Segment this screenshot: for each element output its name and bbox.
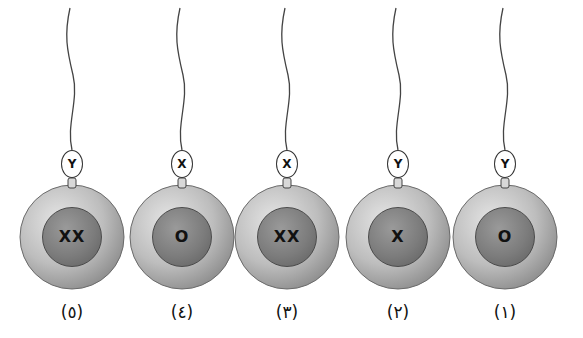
sperm-neck (394, 178, 402, 188)
chromosome-letter: X (177, 158, 186, 170)
callout-number: (٥) (61, 302, 83, 322)
egg-cell (130, 185, 234, 289)
sperm-neck (283, 178, 291, 188)
chromosome-content: XX (59, 229, 86, 245)
sperm-head: X (276, 150, 298, 178)
callout-number: (١) (494, 302, 516, 322)
sperm-neck (501, 178, 509, 188)
chromosome-content: O (175, 229, 190, 245)
chromosome-letter: Y (68, 158, 77, 170)
chromosome-content: XX (274, 229, 301, 245)
chromosome-content: O (498, 229, 513, 245)
egg-nucleus: X (368, 207, 428, 267)
sperm-head: Y (61, 150, 83, 178)
sperm-head: X (171, 150, 193, 178)
callout-number: (٤) (171, 302, 193, 322)
egg-cell (346, 185, 450, 289)
egg-cell (453, 185, 557, 289)
chromosome-content: X (391, 229, 404, 245)
sperm-neck (68, 178, 76, 188)
egg-nucleus: XX (257, 207, 317, 267)
sperm-neck (178, 178, 186, 188)
chromosome-letter: Y (501, 158, 510, 170)
sperm-tail (393, 8, 401, 150)
sperm-tail (500, 8, 508, 150)
sperm-head: Y (387, 150, 409, 178)
callout-number: (٣) (276, 302, 298, 322)
chromosome-letter: X (282, 158, 291, 170)
sperm-tail (67, 8, 75, 150)
egg-cell (235, 185, 339, 289)
egg-nucleus: O (152, 207, 212, 267)
egg-nucleus: XX (42, 207, 102, 267)
callout-number: (٢) (387, 302, 409, 322)
egg-nucleus: O (475, 207, 535, 267)
sperm-head: Y (494, 150, 516, 178)
chromosome-letter: Y (394, 158, 403, 170)
sperm-tail (177, 8, 185, 150)
egg-cell (20, 185, 124, 289)
sperm-tail (282, 8, 290, 150)
